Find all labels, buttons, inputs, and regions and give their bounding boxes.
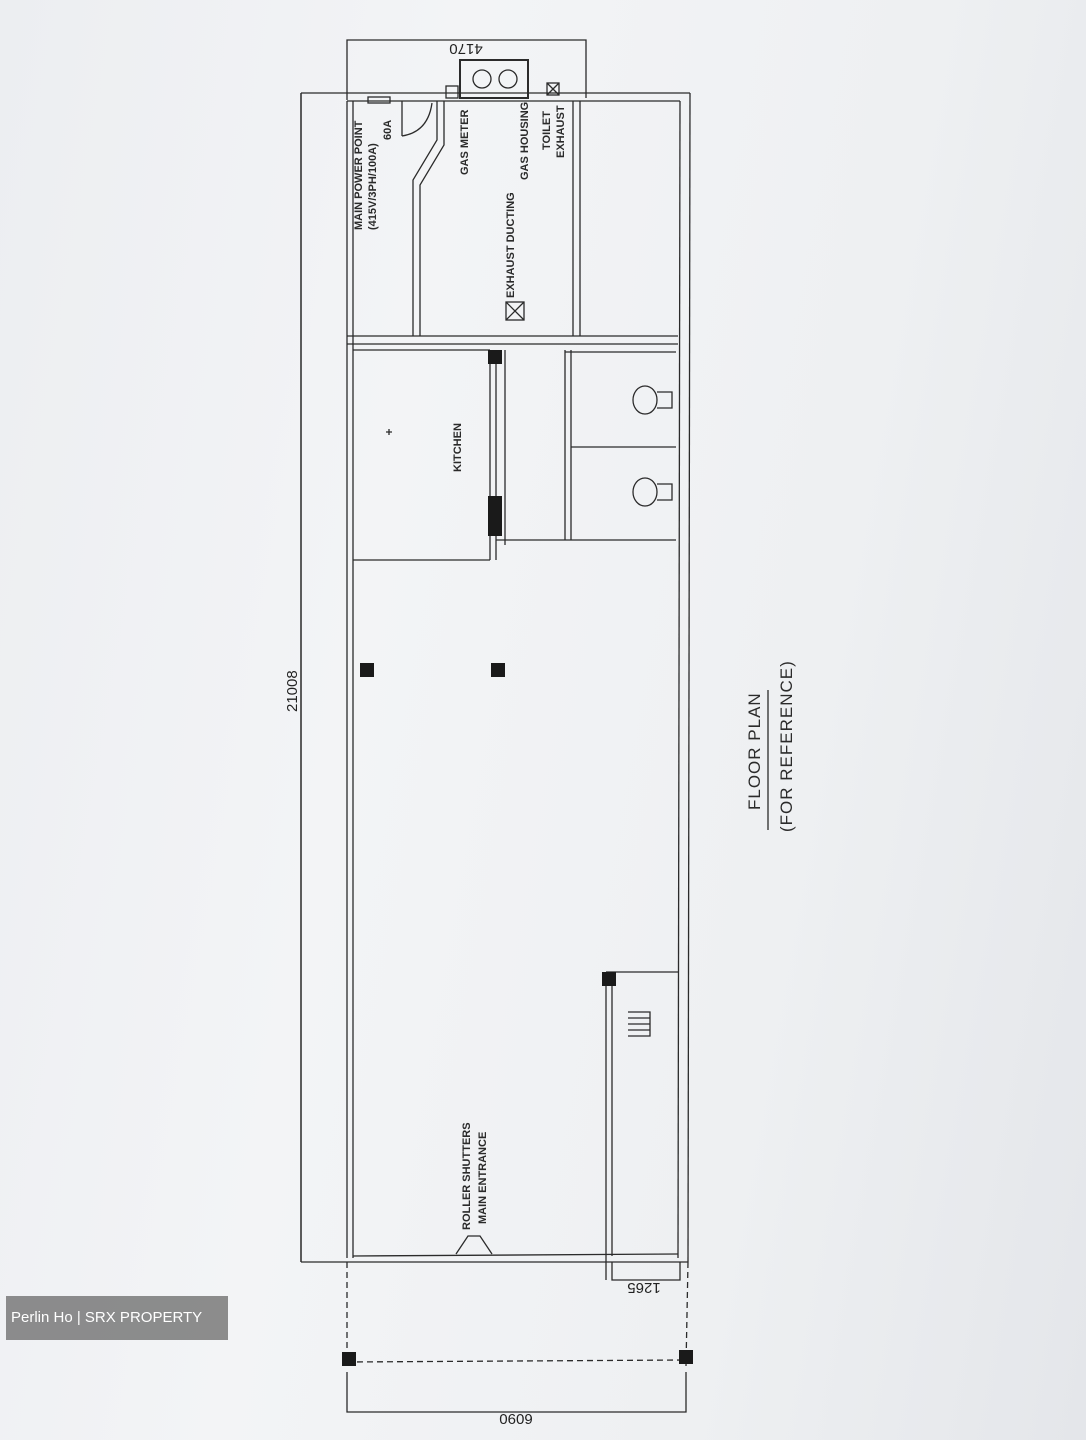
column: [491, 663, 505, 677]
kitchen-label: KITCHEN: [452, 423, 464, 472]
gas-cylinder-left: [472, 69, 492, 89]
duct-wall-2: [419, 101, 445, 336]
power-amp-label: 60A: [382, 120, 394, 140]
roller-shutter-symbol: [455, 1235, 493, 1255]
column: [360, 663, 374, 677]
toilet-label: TOILET: [541, 111, 553, 150]
outer-wall-right: [687, 92, 691, 1263]
watermark: Perlin Ho | SRX PROPERTY: [6, 1296, 228, 1340]
roller-shutters-label: ROLLER SHUTTERS: [461, 1122, 473, 1230]
dim-bottom-width: 6090: [499, 1410, 532, 1427]
frontage-right: [685, 1261, 689, 1367]
plan-subtitle: (FOR REFERENCE): [777, 660, 796, 832]
column: [602, 972, 616, 986]
dim-1265-line: [611, 1262, 681, 1281]
toilet-bowl-1: [632, 385, 658, 415]
door-swing: [401, 101, 433, 137]
column: [488, 350, 502, 364]
toilet-exhaust-box: [546, 82, 560, 96]
column: [342, 1352, 356, 1366]
gas-meter-box: [445, 85, 459, 99]
dim-bottom-line: [346, 1372, 687, 1413]
top-projection: [346, 39, 587, 100]
main-entrance-label: MAIN ENTRANCE: [477, 1132, 489, 1224]
dim-top-width: 4170: [449, 40, 482, 57]
front-wall-inner: [352, 1253, 679, 1257]
power-spec-label: (415V/3PH/100A): [367, 143, 379, 230]
gas-housing-box: [459, 59, 529, 99]
exhaust-label: EXHAUST: [555, 105, 567, 158]
exhaust-ducting-label: EXHAUST DUCTING: [505, 192, 517, 298]
plan-title: FLOOR PLAN: [745, 692, 764, 810]
frontage-bottom: [346, 1359, 687, 1363]
duct-wall-1: [412, 101, 438, 336]
power-point-label: MAIN POWER POINT: [353, 120, 365, 230]
column: [679, 1350, 693, 1364]
outer-wall-right-inner: [677, 100, 681, 1259]
gas-meter-label: GAS METER: [459, 110, 471, 175]
gas-cylinder-right: [498, 69, 518, 89]
power-point-box: [367, 96, 391, 104]
gas-housing-label: GAS HOUSING: [519, 102, 531, 180]
dim-overall: 21008: [284, 670, 301, 712]
column: [488, 496, 502, 536]
stair-tread-3: [628, 1017, 650, 1031]
dim-side-offset: 1265: [627, 1279, 660, 1296]
exhaust-ducting-symbol: [505, 301, 525, 321]
toilet-bowl-2: [632, 477, 658, 507]
